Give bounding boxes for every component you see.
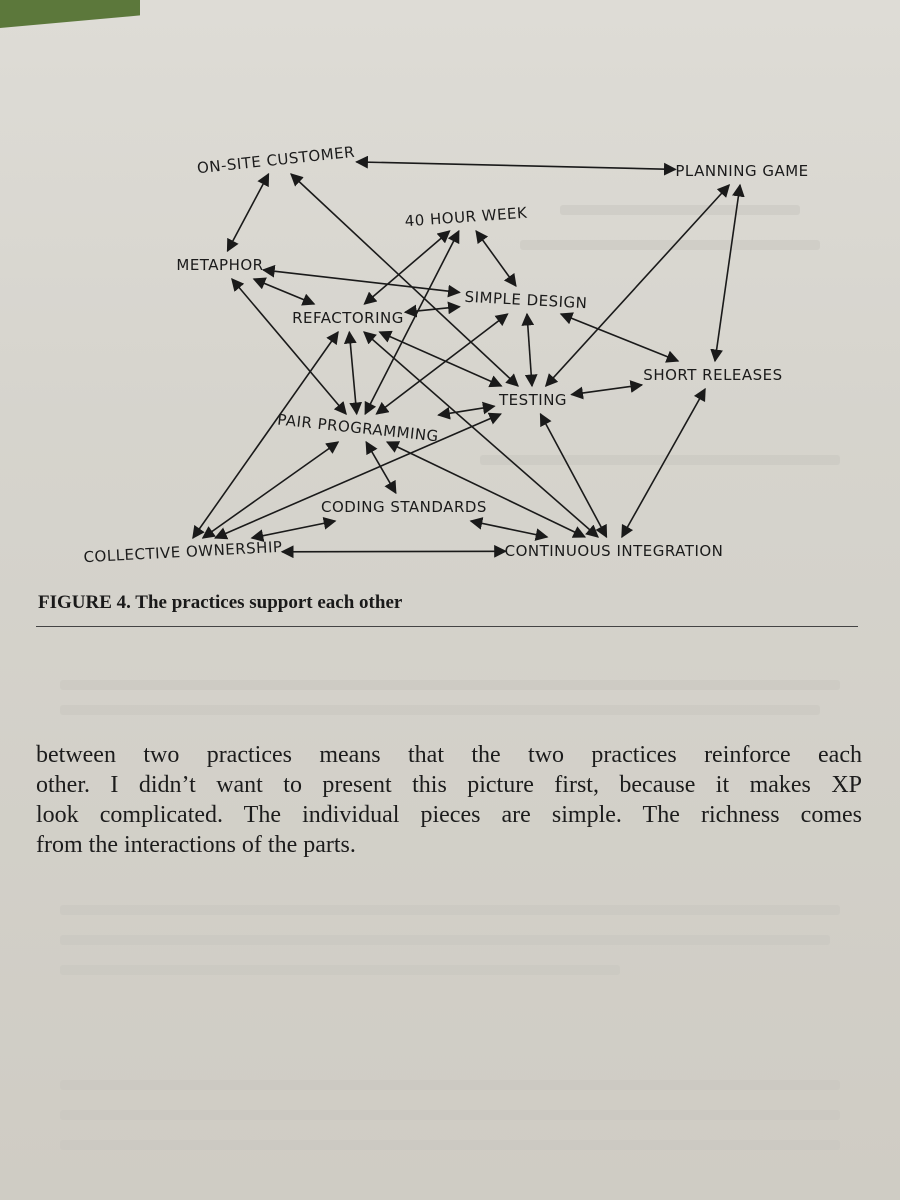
edge-pairprogramming-collective [201,441,340,539]
body-line: other. I didn’t want to present this pic… [36,772,862,798]
edge-onsite-metaphor [226,172,270,253]
edge-pairprogramming-codingstandards [365,440,397,495]
edge-refactoring-pairprogramming [343,330,363,416]
practices-diagram: ON-SITE CUSTOMER PLANNING GAME 40 HOUR WEE… [83,143,808,566]
node-collective: COLLECTIVE OWNERSHIP [83,538,283,566]
show-through-line [60,680,840,690]
diagram-edges [192,155,745,559]
edge-fortyhour-simpledesign [475,229,517,288]
show-through-line [60,1110,840,1120]
edge-testing-continuous [539,412,608,539]
edge-simpledesign-shortreleases [559,312,680,363]
edge-simpledesign-testing [521,312,538,388]
node-codingstandards: CODING STANDARDS [321,498,487,516]
show-through-line [60,965,620,975]
show-through-line [60,905,840,915]
node-metaphor: METAPHOR [176,256,263,274]
node-fortyhour: 40 HOUR WEEK [404,204,528,231]
edge-refactoring-collective [192,330,339,540]
edge-metaphor-pairprogramming [231,278,347,415]
edge-collective-continuous [280,544,507,559]
edge-planning-shortreleases [710,183,745,363]
edge-planning-testing [544,184,731,387]
body-line: between two practices means that the two… [36,742,862,768]
show-through-line [60,1140,840,1150]
edge-onsite-planning [355,155,677,176]
edge-testing-shortreleases [570,380,644,400]
edge-metaphor-refactoring [252,277,316,306]
body-line: look complicated. The individual pieces … [36,802,862,828]
node-onsite: ON-SITE CUSTOMER [196,143,356,177]
edge-metaphor-simpledesign [261,264,461,298]
node-continuous: CONTINUOUS INTEGRATION [505,542,724,560]
node-refactoring: REFACTORING [292,309,404,327]
node-shortreleases: SHORT RELEASES [643,366,782,384]
body-line: from the interactions of the parts. [36,832,356,858]
edge-fortyhour-refactoring [363,230,451,305]
show-through-line [60,935,830,945]
node-simpledesign: SIMPLE DESIGN [464,288,588,312]
diagram-nodes: ON-SITE CUSTOMER PLANNING GAME 40 HOUR WEE… [83,143,808,566]
edge-simpledesign-pairprogramming [375,313,509,415]
body-paragraph: between two practices means that the two… [36,740,862,860]
node-pairprogramming: PAIR PROGRAMMING [276,411,439,446]
edge-shortreleases-continuous [621,387,706,539]
figure-caption: FIGURE 4. The practices support each oth… [38,592,403,613]
edge-testing-pairprogramming [437,401,496,420]
caption-rule [36,626,858,627]
edge-codingstandards-collective [250,517,337,542]
edge-refactoring-testing [378,330,503,388]
edge-codingstandards-continuous [469,517,549,541]
edge-pairprogramming-continuous [385,441,587,538]
show-through-line [60,1080,840,1090]
node-testing: TESTING [498,391,567,409]
edge-refactoring-simpledesign [403,301,461,318]
node-planning: PLANNING GAME [675,162,808,180]
show-through-line [60,705,820,715]
